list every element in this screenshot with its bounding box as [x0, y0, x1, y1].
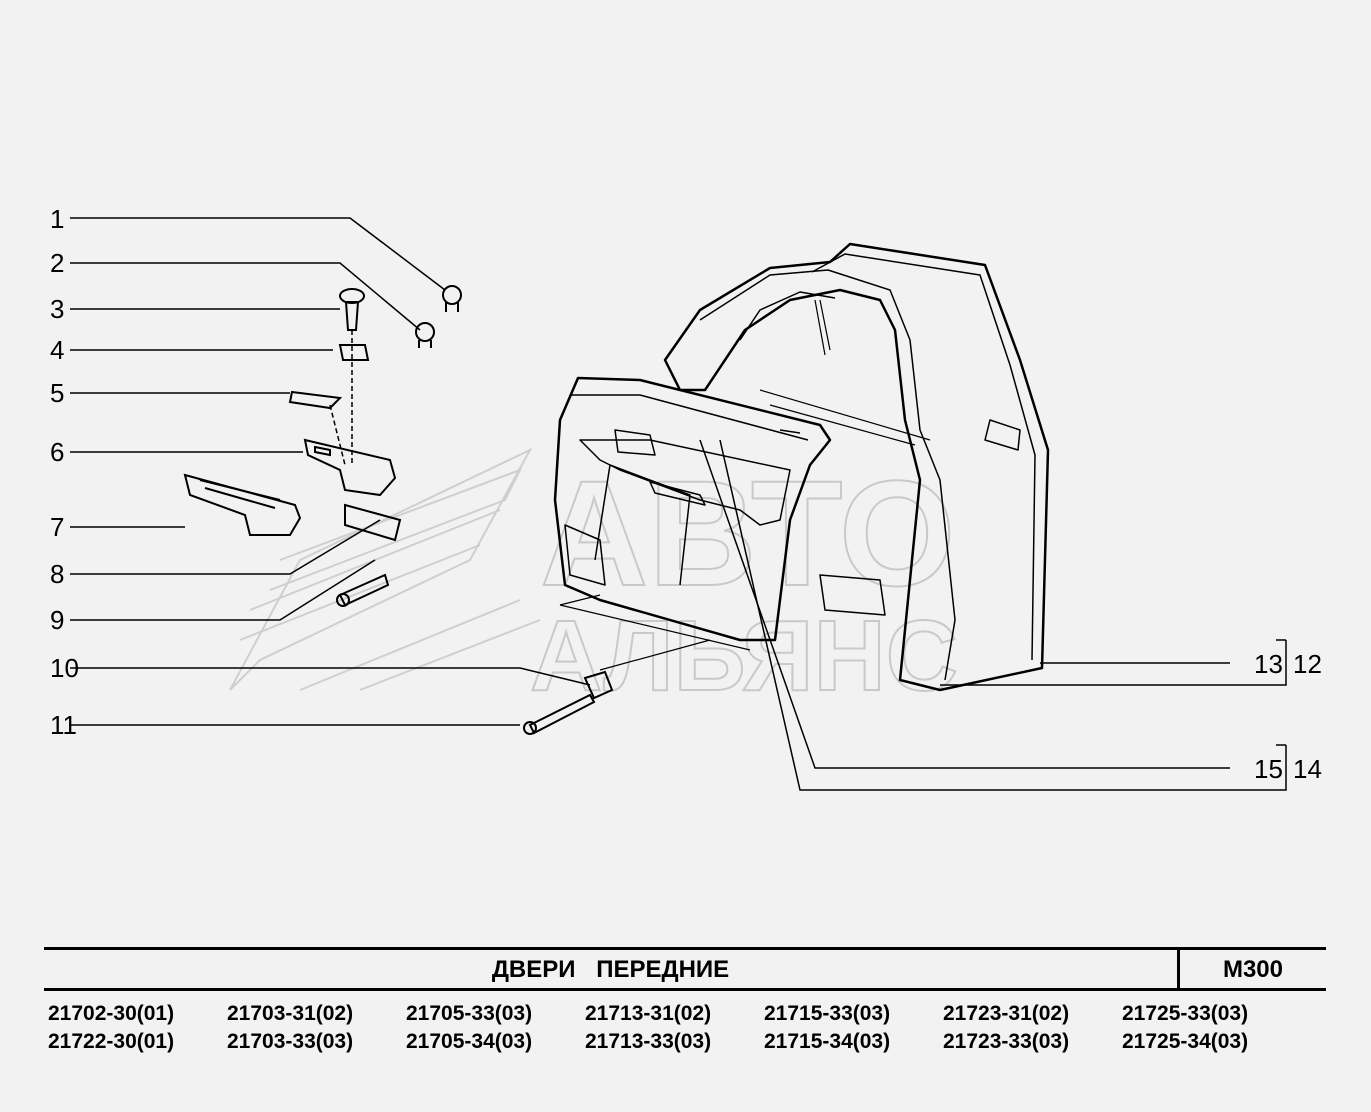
- small-parts-drawing: [183, 285, 751, 735]
- model-code: 21702-30(01): [48, 1002, 175, 1025]
- callout-3: 3: [50, 294, 64, 324]
- callout-15: 15: [1254, 754, 1283, 784]
- door-trim-panel-drawing: [553, 376, 886, 642]
- model-code: 21725-33(03): [1122, 1002, 1249, 1025]
- title-block: ДВЕРИ ПЕРЕДНИЕ М300: [44, 947, 1326, 991]
- callout-12: 12: [1293, 649, 1322, 679]
- watermark-line2: АЛЬЯНС: [530, 600, 958, 712]
- callout-10: 10: [50, 653, 79, 683]
- callout-11: 11: [50, 710, 77, 740]
- model-code: 21703-31(02): [227, 1002, 354, 1025]
- parts-diagram: АВТО АЛЬЯНС: [50, 204, 1322, 791]
- model-list: 21702-30(01) 21703-31(02) 21705-33(03) 2…: [48, 1000, 1328, 1064]
- model-code: 21713-31(02): [585, 1002, 712, 1025]
- callout-8: 8: [50, 559, 64, 589]
- model-code: 21715-33(03): [764, 1002, 891, 1025]
- diagram-title: ДВЕРИ ПЕРЕДНИЕ: [491, 956, 730, 983]
- door-frame-drawing: [663, 242, 1050, 692]
- model-code: 21715-34(03): [764, 1030, 891, 1053]
- callout-2: 2: [50, 248, 64, 278]
- model-code: 21723-31(02): [943, 1002, 1070, 1025]
- callout-1: 1: [50, 204, 64, 234]
- watermark-logo: [229, 447, 541, 691]
- diagram-code: М300: [1222, 956, 1284, 983]
- callout-5: 5: [50, 378, 64, 408]
- callout-6: 6: [50, 437, 64, 467]
- model-code: 21713-33(03): [585, 1030, 712, 1053]
- model-code: 21705-34(03): [406, 1030, 533, 1053]
- model-code: 21703-33(03): [227, 1030, 354, 1053]
- watermark-line1: АВТО: [540, 449, 956, 617]
- title-separator: [1177, 950, 1180, 988]
- callout-7: 7: [50, 512, 64, 542]
- model-code: 21722-30(01): [48, 1030, 175, 1053]
- callout-4: 4: [50, 335, 64, 365]
- callout-14: 14: [1293, 754, 1322, 784]
- callout-9: 9: [50, 605, 64, 635]
- leader-lines-right: [699, 439, 1287, 791]
- callout-13: 13: [1254, 649, 1283, 679]
- model-code: 21725-34(03): [1122, 1030, 1249, 1053]
- model-code: 21705-33(03): [406, 1002, 533, 1025]
- model-code: 21723-33(03): [943, 1030, 1070, 1053]
- leader-lines-left: [70, 217, 591, 726]
